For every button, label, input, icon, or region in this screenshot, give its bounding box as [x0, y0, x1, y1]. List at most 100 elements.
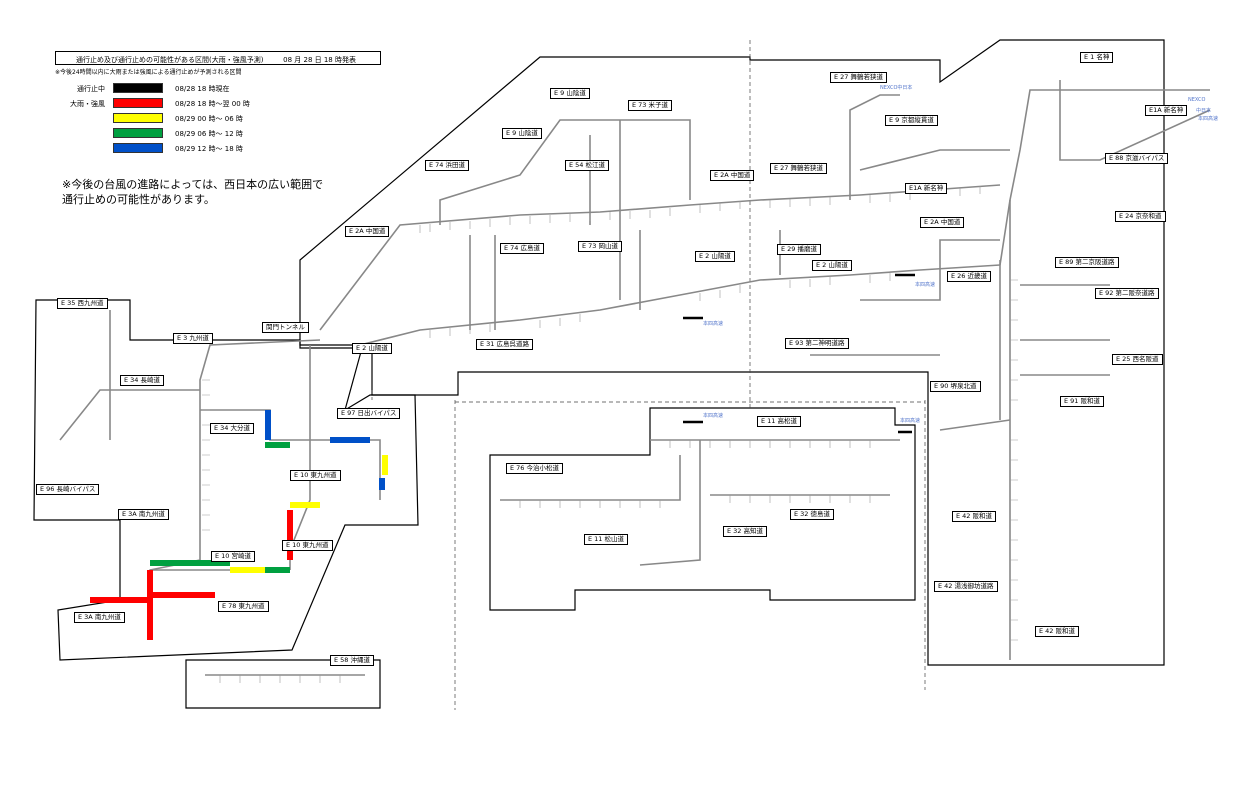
typhoon-warning-note: ※今後の台風の進路によっては、西日本の広い範囲で 通行止めの可能性があります。 — [62, 178, 324, 206]
route-label-e89: E 89 第二京阪道路 — [1055, 257, 1119, 268]
line-e42 — [939, 419, 1011, 431]
route-label-e58: E 58 沖縄道 — [330, 655, 375, 666]
route-label-e73b: E 73 岡山道 — [578, 241, 623, 252]
line-e2a-chugoku — [319, 184, 1001, 331]
route-label-e1a2: E1A 新名神 — [905, 183, 948, 194]
route-label-e31: E 31 広島呉道路 — [476, 339, 534, 350]
legend-label: 通行止中 — [77, 85, 105, 93]
route-label-e78: E 78 東九州道 — [218, 601, 269, 612]
route-label-e97: E 97 日出バイパス — [337, 408, 401, 419]
route-label-e29: E 29 播磨道 — [777, 244, 822, 255]
boundary-label-nexco-c1: NEXCO中日本 — [880, 85, 913, 91]
forecast-segments — [90, 410, 388, 640]
segment-green-miyazaki — [200, 560, 290, 573]
line-kyoto-jukan — [859, 149, 1010, 171]
route-label-kanmon: 関門トンネル — [262, 322, 309, 333]
legend-row-yellow: 08/29 00 時～ 06 時 — [55, 113, 381, 124]
route-label-e34b: E 34 大分道 — [210, 423, 255, 434]
kyushu-region-outline — [33, 299, 419, 661]
legend-row-closed: 通行止中 08/28 18 時現在 — [55, 83, 381, 94]
route-label-e92: E 92 第二阪奈道路 — [1095, 288, 1159, 299]
route-label-e2-east: E 2 山陽道 — [812, 260, 852, 271]
shikoku-region-outline — [489, 407, 916, 611]
route-label-e34a: E 34 長崎道 — [120, 375, 165, 386]
legend-row-blue: 08/29 12 時～ 18 時 — [55, 143, 381, 154]
route-label-e27b: E 27 舞鶴若狭道 — [770, 163, 828, 174]
route-label-e10c: E 10 宮崎道 — [211, 551, 256, 562]
region-outlines — [33, 39, 1165, 709]
closed-markers — [683, 273, 915, 434]
route-label-e11b: E 11 松山道 — [584, 534, 629, 545]
route-label-e96: E 96 長崎バイパス — [36, 484, 100, 495]
route-label-e54: E 54 松江道 — [565, 160, 610, 171]
legend-text: 08/28 18 時～翌 00 時 — [175, 100, 250, 108]
interchange-ticks — [202, 186, 1018, 683]
route-label-e32a: E 32 徳島道 — [790, 509, 835, 520]
line-e2-sanyo — [359, 264, 1001, 346]
boundary-label-honshi-2: 本四高速 — [703, 321, 724, 327]
route-label-e42c: E 42 阪和道 — [1035, 626, 1080, 637]
line-e34-nagasaki — [59, 389, 200, 441]
route-label-e10b: E 10 東九州道 — [282, 540, 333, 551]
line-e27 — [849, 94, 900, 200]
route-label-e9b: E 9 山陰道 — [502, 128, 542, 139]
route-label-e3a1: E 3A 南九州道 — [118, 509, 169, 520]
legend-row-red: 大雨・強風 08/28 18 時～翌 00 時 — [55, 98, 381, 109]
route-label-e27a: E 27 舞鶴若狭道 — [830, 72, 888, 83]
route-label-e90: E 90 堺泉北道 — [930, 381, 981, 392]
legend-text: 08/28 18 時現在 — [175, 85, 230, 93]
route-label-e3a: E 3 九州道 — [173, 333, 213, 344]
route-label-e88: E 88 京滋バイパス — [1105, 153, 1169, 164]
route-label-e42b: E 42 湯浅御坊道路 — [934, 581, 998, 592]
route-label-e42a: E 42 阪和道 — [952, 511, 997, 522]
route-label-e74b: E 74 広島道 — [500, 243, 545, 254]
route-label-e25: E 25 西名阪道 — [1112, 354, 1163, 365]
legend-date: 08 月 28 日 18 時発表 — [283, 56, 356, 64]
legend-header: 通行止め及び通行止めの可能性がある区間(大雨・強風予測) 08 月 28 日 1… — [55, 51, 381, 65]
line-e11-matsuyama — [500, 455, 681, 501]
route-label-e76: E 76 今治小松道 — [506, 463, 564, 474]
route-label-e2a3: E 2A 中国道 — [920, 217, 965, 228]
boundary-label-honshi-4: 本四高速 — [900, 418, 921, 424]
boundary-label-honshi-3: 本四高速 — [703, 413, 724, 419]
route-label-e32b: E 32 高知道 — [723, 526, 768, 537]
route-label-e9a: E 9 山陰道 — [550, 88, 590, 99]
legend-row-green: 08/29 06 時～ 12 時 — [55, 128, 381, 139]
route-label-e91: E 91 阪和道 — [1060, 396, 1105, 407]
route-label-e10a: E 10 東九州道 — [290, 470, 341, 481]
route-label-e35: E 35 西九州道 — [57, 298, 108, 309]
boundary-label-nexco-c3: 中日本 — [1196, 108, 1212, 114]
forecast-legend: 通行止め及び通行止めの可能性がある区間(大雨・強風予測) 08 月 28 日 1… — [55, 51, 381, 157]
route-label-e1: E 1 名神 — [1080, 52, 1114, 63]
expressway-lines — [59, 80, 1211, 676]
route-label-e2a2: E 2A 中国道 — [345, 226, 390, 237]
line-kobe-loop — [860, 239, 1000, 301]
legend-text: 08/29 12 時～ 18 時 — [175, 145, 243, 153]
legend-label: 大雨・強風 — [70, 100, 105, 108]
route-label-e26: E 26 近畿道 — [947, 271, 992, 282]
route-label-e73a: E 73 米子道 — [628, 100, 673, 111]
legend-text: 08/29 00 時～ 06 時 — [175, 115, 243, 123]
legend-swatch-green — [113, 128, 163, 138]
legend-swatch-blue — [113, 143, 163, 153]
route-label-e74a: E 74 浜田道 — [425, 160, 470, 171]
line-e1-trunk — [1059, 80, 1211, 161]
legend-text: 08/29 06 時～ 12 時 — [175, 130, 243, 138]
line-e32-kochi — [639, 440, 701, 566]
route-label-e9c: E 9 京都縦貫道 — [885, 115, 938, 126]
okinawa-region-outline — [185, 659, 381, 709]
legend-title: 通行止め及び通行止めの可能性がある区間(大雨・強風予測) — [76, 56, 264, 64]
route-label-e3a2: E 3A 南九州道 — [74, 612, 125, 623]
route-label-e2a1: E 2A 中国道 — [710, 170, 755, 181]
region-dividers — [371, 40, 926, 710]
route-label-e11: E 11 高松道 — [757, 416, 802, 427]
route-label-e2: E 2 山陽道 — [695, 251, 735, 262]
route-label-e93: E 93 第二神明道路 — [785, 338, 849, 349]
boundary-label-honshi-1: 本四高速 — [915, 282, 936, 288]
route-label-e2b: E 2 山陽道 — [352, 343, 392, 354]
chugoku-region-outline — [299, 39, 1165, 666]
line-e9-sanin — [439, 119, 691, 225]
legend-swatch-yellow — [113, 113, 163, 123]
legend-swatch-red — [113, 98, 163, 108]
